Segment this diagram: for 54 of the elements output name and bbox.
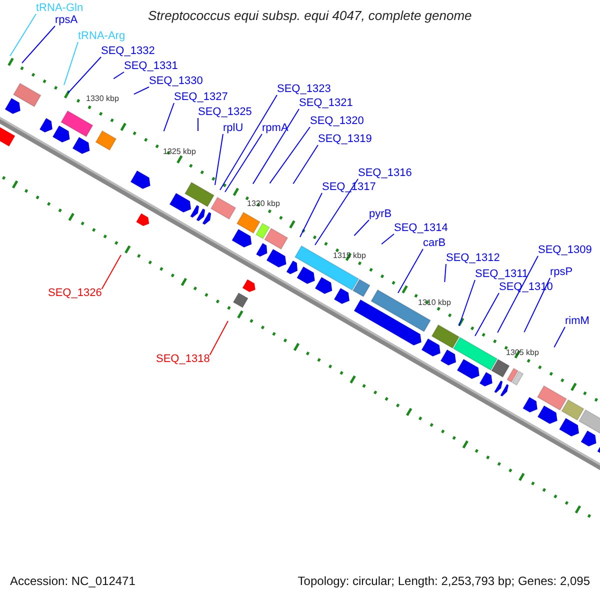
gene-label: SEQ_1327 — [174, 91, 228, 104]
leader-line — [381, 234, 394, 245]
gene-label: SEQ_1309 — [538, 244, 592, 257]
gene-label: SEQ_1320 — [310, 115, 364, 128]
gene-label: rimM — [565, 315, 590, 328]
gene-label: SEQ_1323 — [277, 83, 331, 96]
accession-text: Accession: NC_012471 — [10, 574, 136, 588]
gene-label: tRNA-Gln — [36, 2, 84, 15]
leader-line — [444, 264, 446, 283]
gene-label: rpsA — [55, 14, 78, 27]
leader-line — [64, 42, 78, 86]
leader-line — [163, 102, 174, 132]
gene-label: SEQ_1311 — [475, 268, 528, 281]
leader-line — [133, 86, 150, 95]
gene-label: SEQ_1331 — [124, 60, 178, 73]
leader-line — [68, 56, 102, 94]
leader-line — [458, 280, 476, 326]
leader-line — [220, 94, 278, 190]
scale-label: 1325 kbp — [163, 147, 196, 157]
gene-label: rplU — [223, 122, 244, 135]
title: Streptococcus equi subsp. equi 4047, complete genome — [148, 8, 472, 24]
leader-line — [22, 26, 56, 64]
leader-line — [224, 134, 262, 192]
scale-label: 1330 kbp — [86, 94, 119, 104]
gene-label: SEQ_1321 — [299, 97, 353, 110]
leader-line — [474, 292, 500, 336]
gene-label: SEQ_1319 — [318, 133, 372, 146]
scale-label: 1320 kbp — [247, 199, 280, 209]
leader-line — [269, 126, 310, 184]
leader-line — [101, 254, 122, 290]
leader-line — [554, 326, 566, 348]
gene-label: SEQ_1330 — [149, 75, 203, 88]
genome-summary-text: Topology: circular; Length: 2,253,793 bp; Genes: 2,095 — [298, 574, 590, 588]
leader-line — [209, 320, 228, 356]
gene-label: SEQ_1312 — [446, 252, 500, 265]
gene-label: SEQ_1325 — [198, 106, 252, 119]
leader-line — [10, 14, 36, 56]
gene-label: SEQ_1318 — [156, 353, 210, 366]
leader-line — [354, 220, 370, 236]
gene-label: SEQ_1332 — [101, 45, 155, 58]
gene-label: SEQ_1326 — [48, 287, 102, 300]
leader-line — [252, 108, 300, 184]
gene-label: SEQ_1314 — [394, 222, 448, 235]
gene-label: pyrB — [369, 208, 392, 221]
gene-label: tRNA-Arg — [78, 30, 126, 43]
gene-label: rpsP — [550, 266, 573, 279]
leader-line — [398, 248, 424, 294]
gene-label: carB — [423, 237, 446, 250]
leader-line — [300, 192, 322, 238]
leader-line — [113, 72, 124, 80]
gene-label: SEQ_1316 — [358, 167, 412, 180]
leader-line — [214, 134, 224, 186]
scale-label: 1310 kbp — [418, 298, 451, 308]
leader-line — [292, 144, 318, 184]
